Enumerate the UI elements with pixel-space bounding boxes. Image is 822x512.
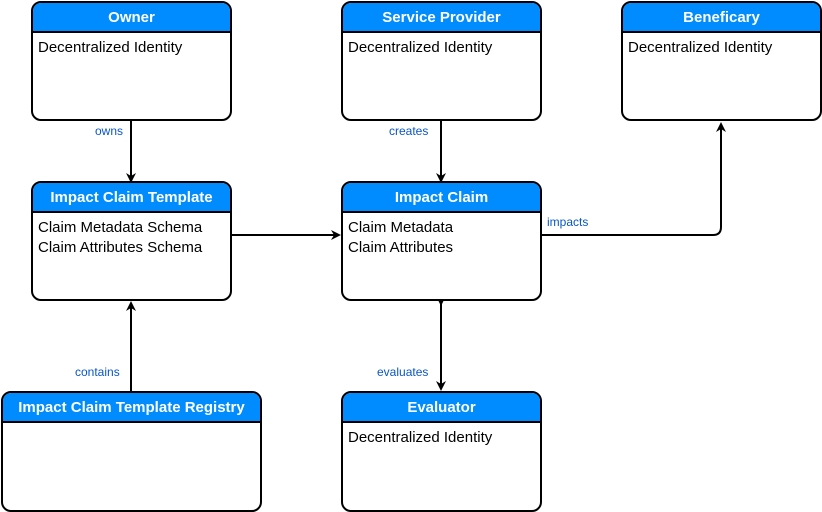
node-registry-body <box>3 423 260 428</box>
node-owner-line: Decentralized Identity <box>38 39 183 56</box>
node-impact-claim[interactable]: Impact Claim Claim Metadata Claim Attrib… <box>341 181 542 301</box>
node-beneficary-title: Beneficary <box>623 3 820 33</box>
node-owner-title: Owner <box>33 3 230 33</box>
node-impact-claim-template-body: Claim Metadata Schema Claim Attributes S… <box>33 213 230 258</box>
node-beneficary-line: Decentralized Identity <box>628 39 773 56</box>
node-impact-claim-line: Claim Attributes <box>348 239 454 256</box>
node-impact-claim-body: Claim Metadata Claim Attributes <box>343 213 540 258</box>
edge-label-contains: contains <box>74 365 121 379</box>
node-evaluator-body: Decentralized Identity <box>343 423 540 448</box>
node-service-provider-line: Decentralized Identity <box>348 39 493 56</box>
node-impact-claim-line: Claim Metadata <box>348 219 454 236</box>
node-evaluator-title: Evaluator <box>343 393 540 423</box>
node-beneficary-body: Decentralized Identity <box>623 33 820 58</box>
node-impact-claim-title: Impact Claim <box>343 183 540 213</box>
node-impact-claim-template[interactable]: Impact Claim Template Claim Metadata Sch… <box>31 181 232 301</box>
node-registry[interactable]: Impact Claim Template Registry <box>1 391 262 512</box>
node-registry-title: Impact Claim Template Registry <box>3 393 260 423</box>
node-evaluator[interactable]: Evaluator Decentralized Identity <box>341 391 542 512</box>
node-impact-claim-template-line: Claim Attributes Schema <box>38 239 203 256</box>
node-impact-claim-template-title: Impact Claim Template <box>33 183 230 213</box>
node-service-provider-body: Decentralized Identity <box>343 33 540 58</box>
node-service-provider[interactable]: Service Provider Decentralized Identity <box>341 1 542 121</box>
edge-label-evaluates: evaluates <box>376 365 430 379</box>
edge-label-impacts: impacts <box>546 215 590 229</box>
node-evaluator-line: Decentralized Identity <box>348 429 493 446</box>
node-owner[interactable]: Owner Decentralized Identity <box>31 1 232 121</box>
node-impact-claim-template-line: Claim Metadata Schema <box>38 219 203 236</box>
node-owner-body: Decentralized Identity <box>33 33 230 58</box>
edge-impacts <box>541 122 726 236</box>
node-service-provider-title: Service Provider <box>343 3 540 33</box>
node-beneficary[interactable]: Beneficary Decentralized Identity <box>621 1 822 121</box>
edge-label-owns: owns <box>94 124 125 138</box>
edge-label-creates: creates <box>388 124 430 138</box>
